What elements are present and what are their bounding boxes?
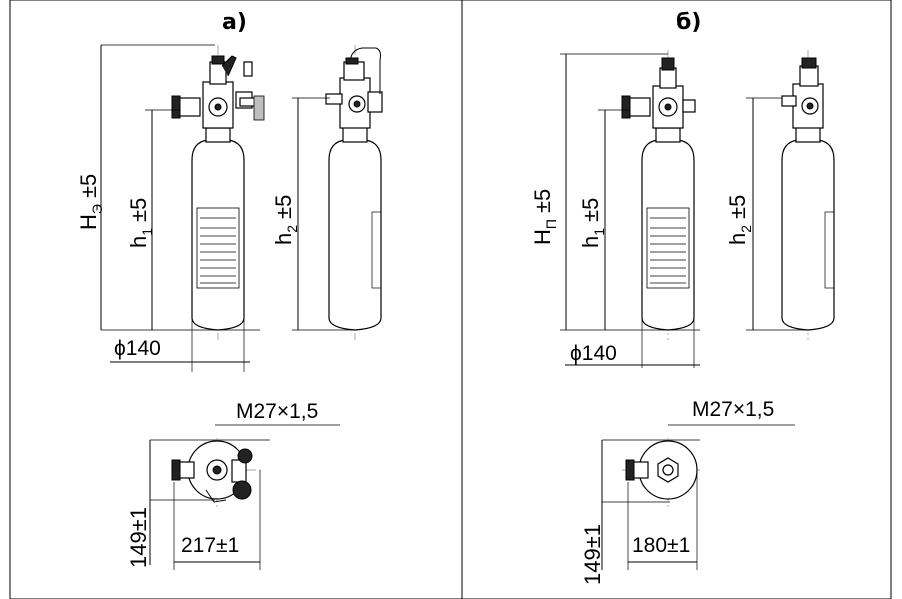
plan-view xyxy=(149,424,340,570)
dimension-lines xyxy=(560,53,808,368)
dimension-side-height: h2±5 xyxy=(725,195,754,245)
dimension-thread: M27×1,5 xyxy=(236,400,318,423)
plan-view xyxy=(601,424,795,570)
cylinder-front-view xyxy=(171,45,265,340)
dimension-diameter: ϕ140 xyxy=(570,342,617,365)
dimension-thread: M27×1,5 xyxy=(692,398,774,421)
cylinder-label-plate xyxy=(196,207,240,289)
panel-b: б) xyxy=(530,10,835,585)
dimension-plan-height: 149±1 xyxy=(580,524,605,585)
panel-b-title: б) xyxy=(676,10,701,35)
panel-a-title: а) xyxy=(222,10,247,35)
cylinder-side-view xyxy=(325,45,383,340)
dimension-plan-height: 149±1 xyxy=(126,507,151,568)
cylinder-front-view xyxy=(621,50,696,340)
dimension-total-height: HП±5 xyxy=(530,189,559,245)
cylinder-side-view xyxy=(781,50,835,340)
drawing-frame xyxy=(9,0,892,599)
dimension-body-height: h1±5 xyxy=(578,198,607,248)
cylinder-label-plate xyxy=(646,207,690,289)
dimension-side-height: h2±5 xyxy=(271,195,300,245)
dimension-lines xyxy=(100,44,355,372)
panel-a: а) xyxy=(76,10,383,570)
dimension-body-height: h1±5 xyxy=(126,198,155,248)
dimension-diameter: ϕ140 xyxy=(114,337,161,360)
dimension-total-height: HЭ±5 xyxy=(76,174,105,230)
dimension-plan-width: 217±1 xyxy=(181,534,239,557)
dimension-plan-width: 180±1 xyxy=(632,534,690,557)
